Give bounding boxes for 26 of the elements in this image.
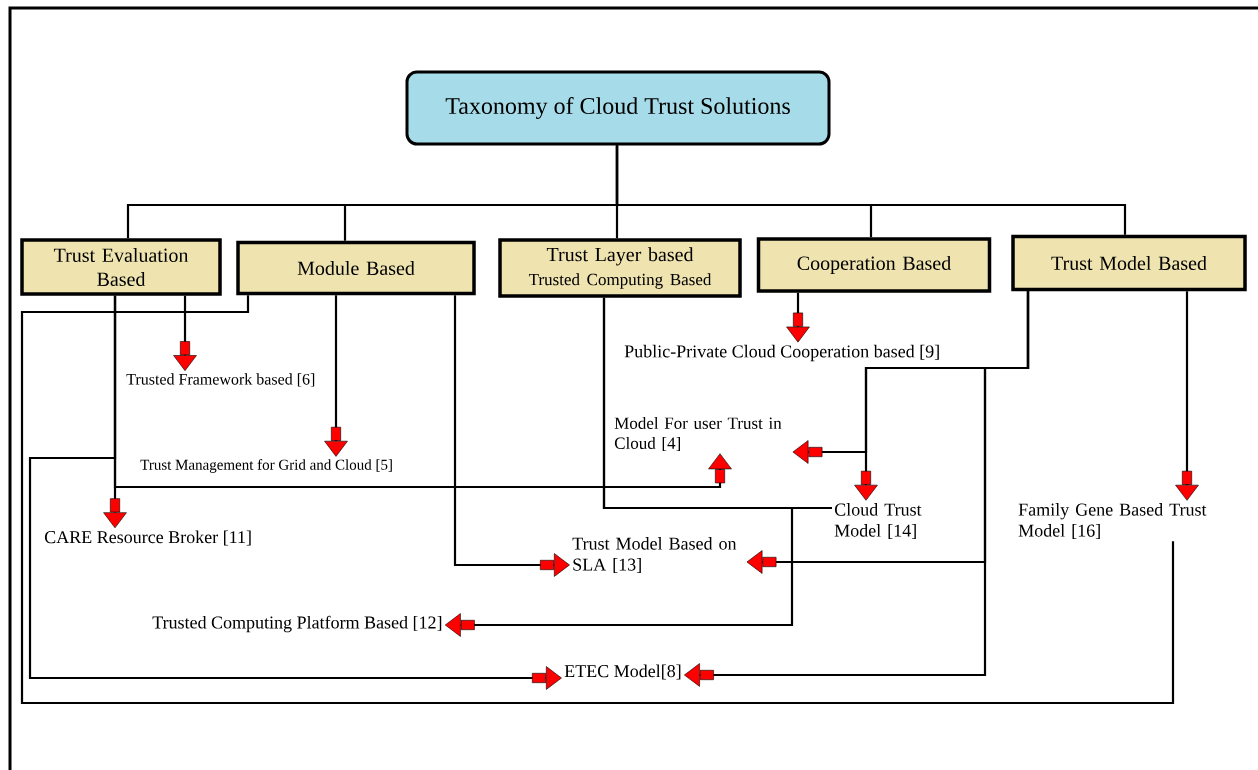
- solution-label: ETEC Model[8]: [564, 664, 681, 680]
- solution-label: Trust Model Based on SLA [13]: [572, 537, 737, 573]
- solution-label: CARE Resource Broker [11]: [44, 530, 251, 546]
- solution-label: Model For user Trust in Cloud [4]: [614, 416, 782, 452]
- category-box: Module Based: [236, 240, 476, 296]
- arrow: [173, 295, 197, 371]
- arrow: [1175, 291, 1199, 501]
- arrow: [684, 291, 1030, 687]
- category-box: Trust Evaluation Based: [20, 238, 222, 296]
- solution-label: Family Gene Based Trust Model [16]: [1018, 503, 1207, 539]
- solution-label: Trusted Computing Platform Based [12]: [152, 615, 442, 633]
- solution-label: Trust Management for Grid and Cloud [5]: [140, 459, 392, 473]
- category-box: Trust Layer based Trusted Computing Based: [498, 238, 742, 298]
- arrow: [28, 295, 562, 690]
- arrow: [453, 295, 570, 577]
- root-box: Taxonomy of Cloud Trust Solutions: [405, 70, 831, 146]
- connector-line: [615, 145, 1127, 235]
- solution-label: Cloud Trust Model [14]: [834, 503, 922, 539]
- solution-label: Trusted Framework based [6]: [126, 373, 315, 387]
- arrow: [324, 295, 348, 457]
- category-box: Trust Model Based: [1011, 234, 1247, 292]
- solution-label: Public-Private Cloud Cooperation based [9]: [624, 344, 939, 362]
- arrow: [786, 292, 810, 343]
- category-box: Cooperation Based: [756, 237, 992, 293]
- connector-line: [602, 297, 832, 510]
- connector-line: [20, 295, 1175, 705]
